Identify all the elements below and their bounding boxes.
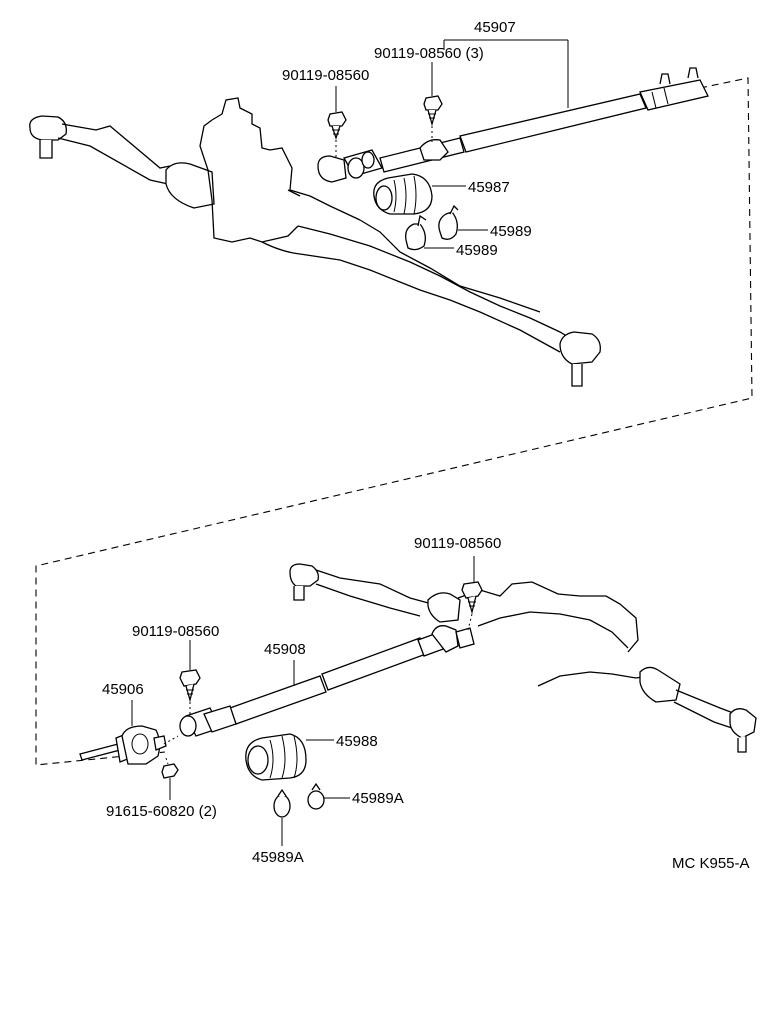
clamp-45989A-a: [307, 782, 325, 810]
label-90119-08560-3: 90119-08560 (3): [374, 45, 484, 62]
bolt-bottom-left: [179, 669, 201, 716]
label-45989-a: 45989: [490, 223, 532, 240]
label-45989A-bottom: 45989A: [252, 849, 304, 866]
bolt-bottom-right: [461, 581, 483, 631]
shaft-assembly-45907: [317, 67, 709, 183]
label-90119-08560-top: 90119-08560: [282, 67, 369, 84]
label-45907: 45907: [474, 19, 516, 36]
label-90119-08560-bottom-left: 90119-08560: [132, 623, 219, 640]
dashed-frame: [35, 77, 753, 766]
steering-rack-top: [29, 97, 601, 387]
shaft-45908: [179, 625, 475, 737]
label-91615-60820: 91615-60820 (2): [106, 803, 217, 820]
boot-45987: [373, 173, 433, 215]
part-labels: 45907 90119-08560 (3) 90119-08560 45987 …: [102, 19, 750, 872]
diagram-code: MC K955-A: [672, 855, 750, 872]
leader-lines: [131, 39, 569, 846]
label-45989A-right: 45989A: [352, 790, 404, 807]
coupling-45906: [79, 725, 179, 765]
clamp-45989-a: [438, 204, 459, 240]
label-45908: 45908: [264, 641, 306, 658]
label-90119-08560-bottom-right: 90119-08560: [414, 535, 501, 552]
steering-rack-bottom: [289, 563, 757, 753]
bolt-top-left: [327, 111, 347, 158]
boot-45988: [245, 733, 307, 781]
clamp-45989-b: [405, 214, 427, 251]
label-45989-b: 45989: [456, 242, 498, 259]
label-45906: 45906: [102, 681, 144, 698]
bolt-top-middle: [423, 95, 443, 142]
clamp-45989A-b: [273, 788, 291, 818]
nut-91615-60820: [161, 757, 179, 779]
label-45988: 45988: [336, 733, 378, 750]
label-45987: 45987: [468, 179, 510, 196]
